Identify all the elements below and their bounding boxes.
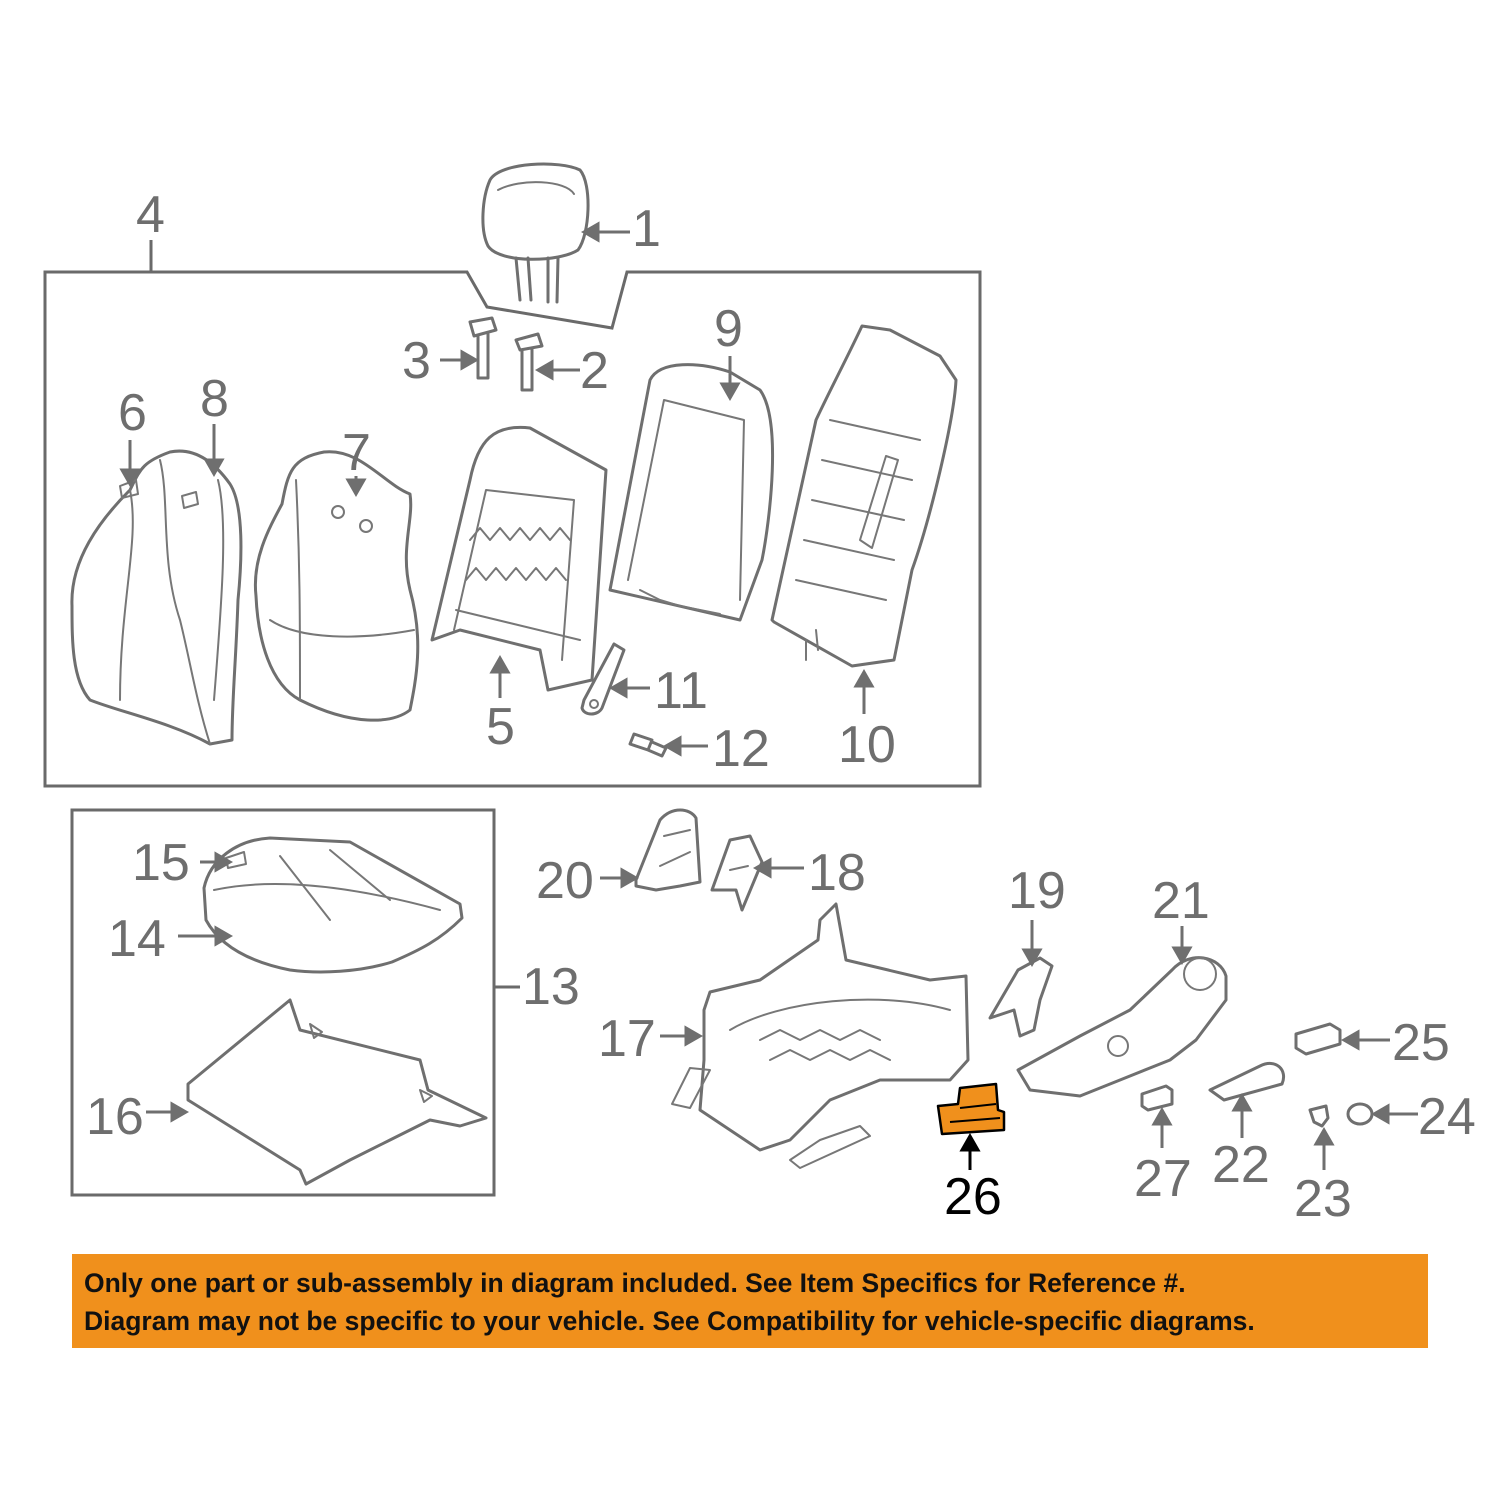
highlighted-part-26: [936, 1082, 1006, 1136]
headrest-part: [481, 162, 590, 304]
bolt-part-12: [628, 732, 668, 758]
part-27: [1140, 1084, 1174, 1112]
callout-21: 21: [1152, 872, 1210, 930]
seatback-foam-part: [608, 363, 775, 622]
callout-3: 3: [402, 332, 431, 390]
callout-24: 24: [1418, 1088, 1476, 1146]
part-24: [1346, 1102, 1374, 1126]
callout-6: 6: [118, 384, 147, 442]
callout-16: 16: [86, 1088, 144, 1146]
recliner-part: [1016, 956, 1228, 1098]
notice-line-1: Only one part or sub-assembly in diagram…: [84, 1268, 1186, 1298]
seatback-panel-part: [770, 324, 958, 668]
callout-10: 10: [838, 716, 896, 774]
bracket-part-18: [710, 834, 764, 912]
seatback-cover-part: [70, 449, 243, 746]
bracket-part-20: [634, 808, 702, 892]
part-23: [1308, 1104, 1330, 1128]
callout-19: 19: [1008, 862, 1066, 920]
part-22: [1208, 1061, 1285, 1102]
callout-13: 13: [522, 958, 580, 1016]
bracket-part-19: [988, 956, 1054, 1038]
callout-25: 25: [1392, 1014, 1450, 1072]
seat-frame-part: [671, 902, 970, 1169]
callout-23: 23: [1294, 1170, 1352, 1228]
callout-17: 17: [598, 1010, 656, 1068]
seatback-frame-part: [430, 425, 608, 692]
callout-2: 2: [580, 342, 609, 400]
seatback-pad-part: [253, 450, 420, 722]
leader-lines: [119, 221, 1418, 1170]
callout-12: 12: [712, 720, 770, 778]
callout-22: 22: [1212, 1136, 1270, 1194]
part-25: [1294, 1022, 1342, 1056]
callout-18: 18: [808, 844, 866, 902]
callout-27: 27: [1134, 1150, 1192, 1208]
headrest-guide-part-2: [514, 332, 544, 392]
leader-line-26: [959, 1132, 981, 1170]
callout-4: 4: [136, 186, 165, 244]
notice-banner: Only one part or sub-assembly in diagram…: [72, 1254, 1428, 1348]
callout-15: 15: [132, 834, 190, 892]
callout-11: 11: [654, 662, 708, 720]
cushion-assembly-frame: [70, 808, 496, 1197]
callout-9: 9: [714, 300, 743, 358]
cushion-pad-part: [186, 998, 488, 1186]
callout-7: 7: [342, 424, 371, 482]
callout-1: 1: [632, 200, 661, 258]
callout-5: 5: [486, 698, 515, 756]
headrest-guide-part-3: [468, 316, 498, 380]
callout-26: 26: [944, 1168, 1002, 1226]
callout-20: 20: [536, 852, 594, 910]
seat-cushion-part: [202, 836, 464, 974]
bracket-part-11: [580, 642, 626, 716]
callout-8: 8: [200, 370, 229, 428]
notice-line-2: Diagram may not be specific to your vehi…: [84, 1306, 1255, 1336]
seatback-assembly-frame: [43, 270, 982, 788]
callout-14: 14: [108, 910, 166, 968]
